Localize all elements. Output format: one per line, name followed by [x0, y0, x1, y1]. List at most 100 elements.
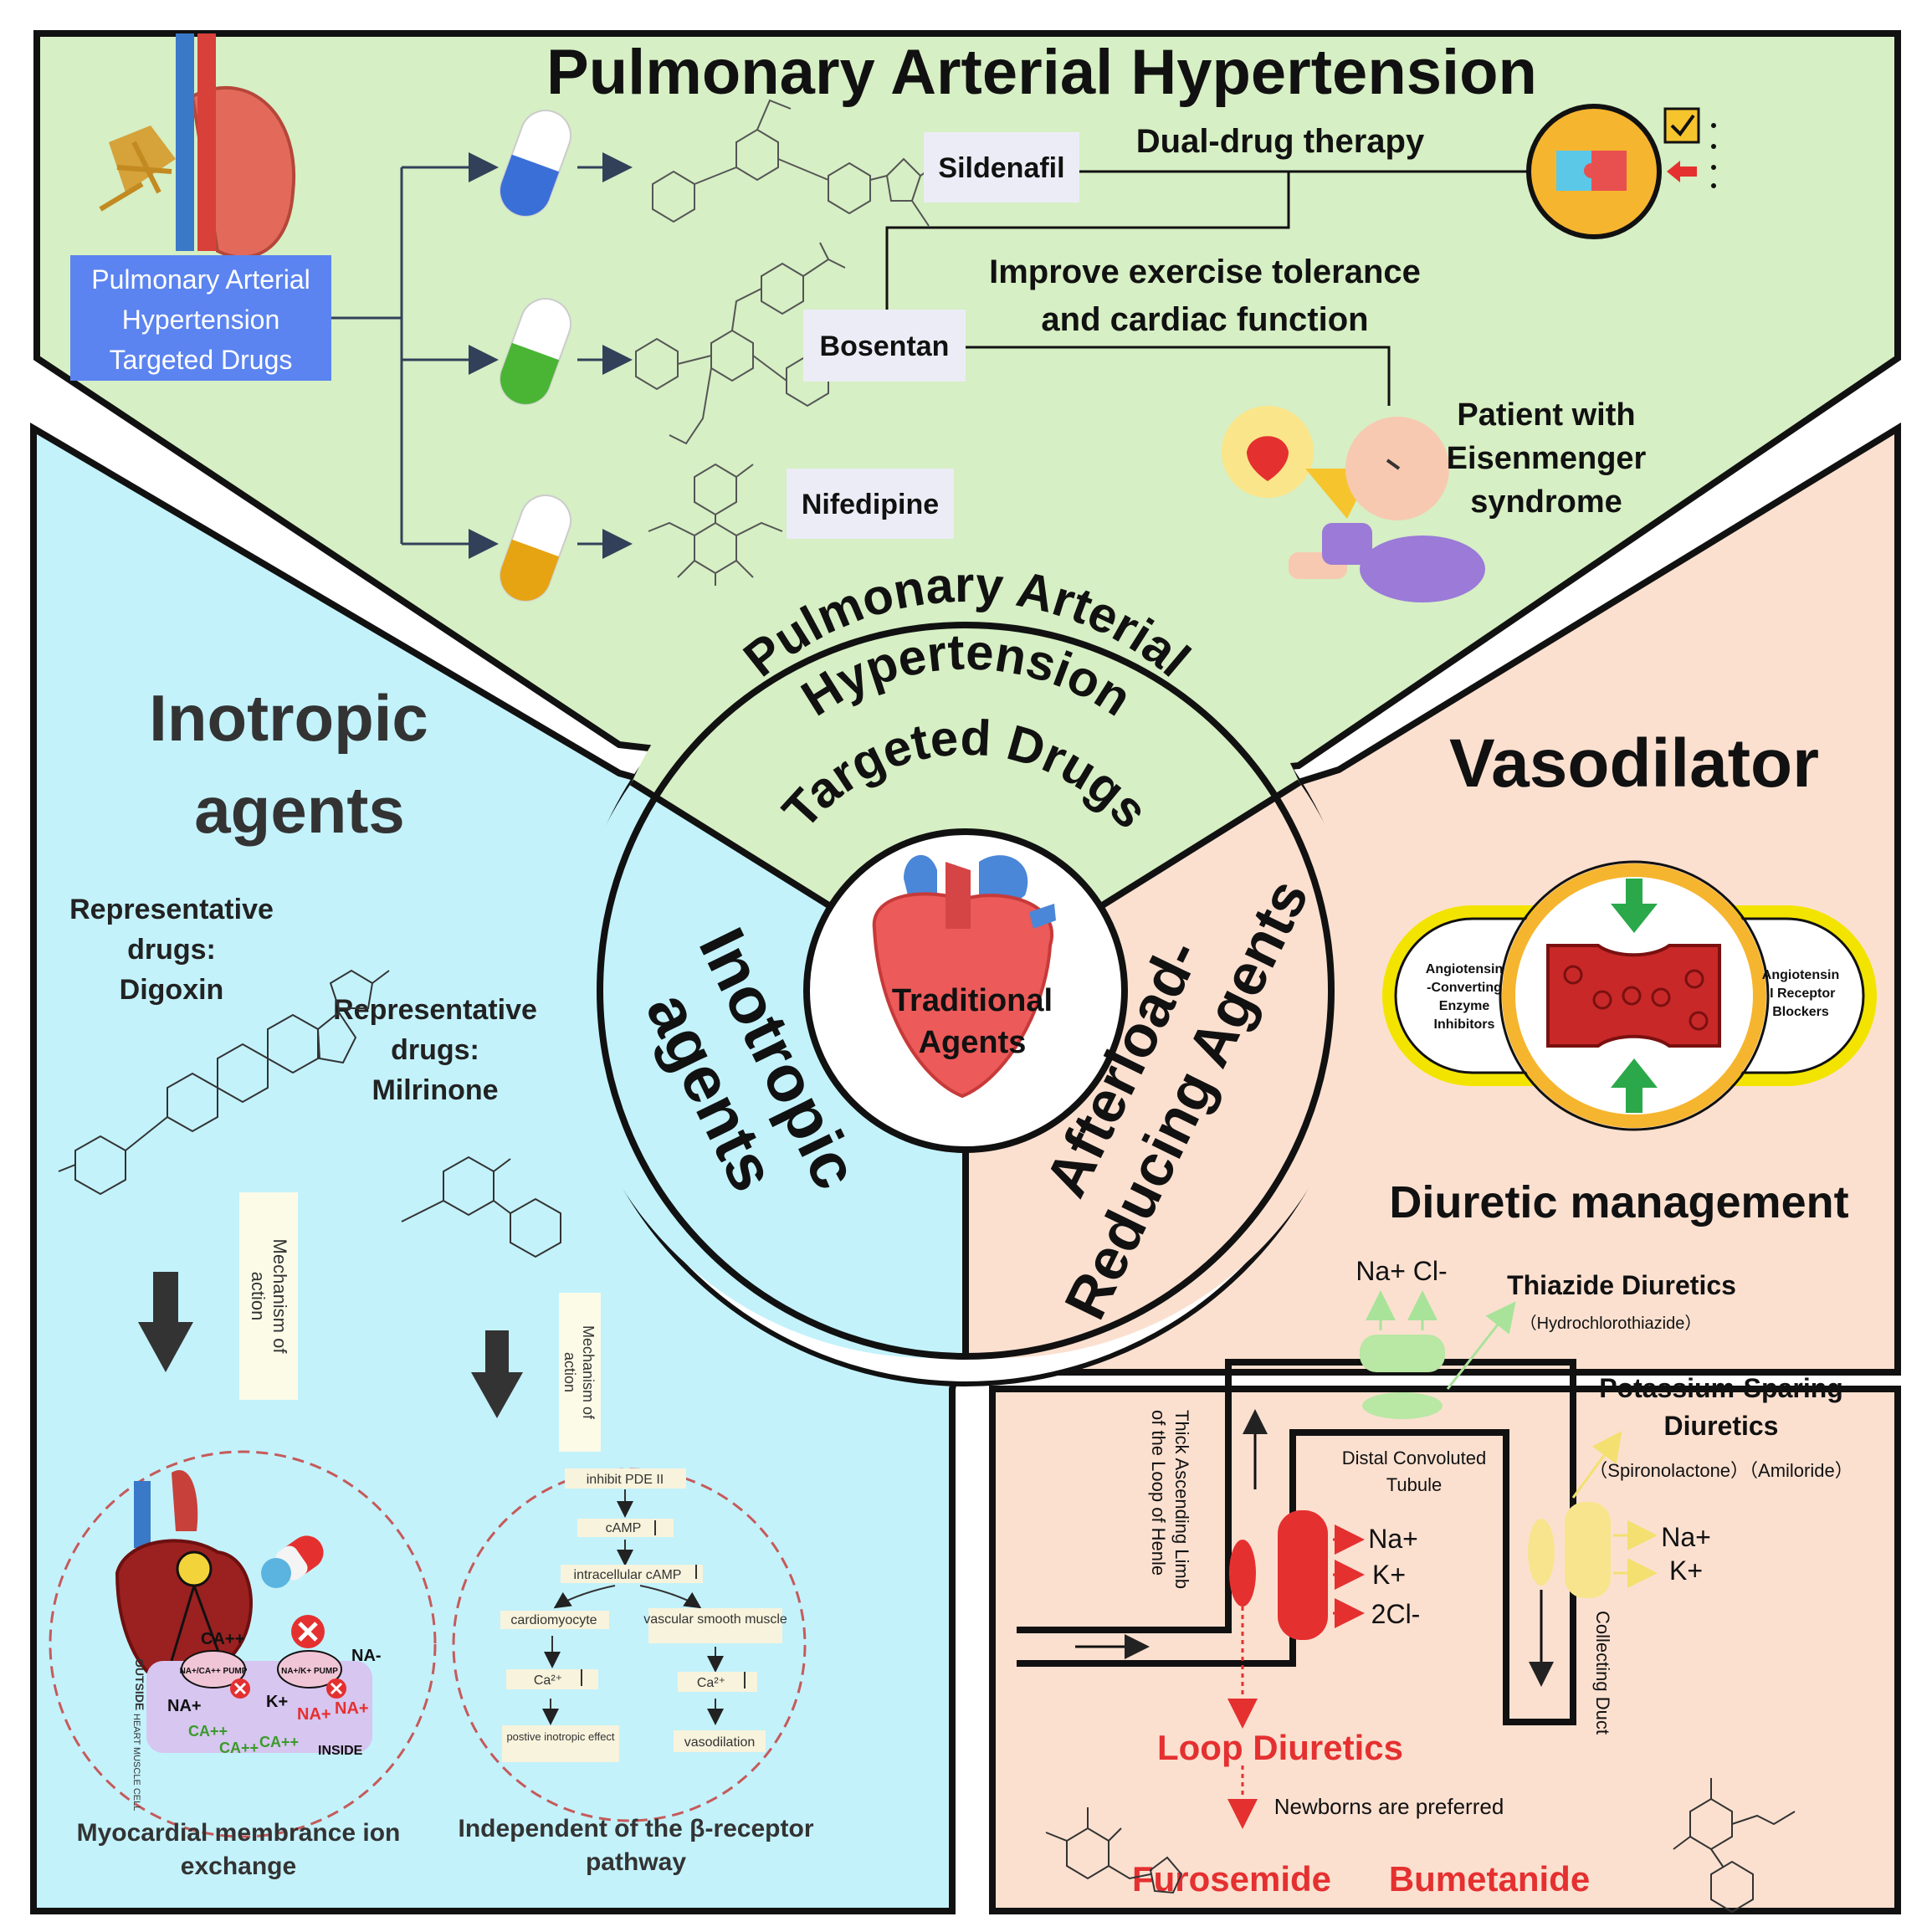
bosentan-label: Bosentan — [820, 331, 950, 362]
svg-text:Inotropicagents: Inotropicagents — [618, 917, 874, 1233]
lung-artery-icon — [99, 33, 296, 259]
k-sparing-k-label: K+ — [1669, 1555, 1703, 1586]
bumetanide-label: Bumetanide — [1389, 1859, 1590, 1899]
k-sparing-channel-icon — [1528, 1431, 1658, 1598]
furosemide-structure-icon — [1045, 1807, 1183, 1894]
inside-label: INSIDE — [318, 1744, 363, 1758]
svg-text:Inotropicagents: Inotropic agents — [149, 681, 428, 847]
targeted-box-line-2: Hypertension — [122, 305, 280, 335]
improve-line-2: and cardiac function — [1041, 301, 1368, 338]
moa-box-2 — [559, 1293, 601, 1452]
loop-limb-line-2: of the Loop of Henle — [1148, 1410, 1169, 1576]
inotropic-title-line-2: agents — [194, 773, 404, 847]
na-plus-label: NA+ — [167, 1697, 202, 1715]
pathway-caption-line-2: pathway — [586, 1848, 686, 1876]
nifedipine-label: Nifedipine — [802, 489, 939, 520]
k-sparing-drugs-label: （Spironolactone）（Amiloride） — [1589, 1460, 1853, 1481]
patient-line-1: Patient with — [1457, 397, 1635, 433]
digoxin-structure-icon — [58, 969, 390, 1196]
pathway-step-ca-1: Ca²⁺ — [534, 1673, 562, 1688]
collecting-duct-label: Collecting Duct — [1592, 1611, 1613, 1735]
targeted-box-line-1: Pulmonary Arterial — [91, 264, 310, 295]
membrane-caption-line-2: exchange — [181, 1853, 296, 1880]
milrinone-line-3: Milrinone — [372, 1074, 498, 1106]
membrane-heart-icon — [115, 1470, 253, 1686]
moa-2-line-2: action — [561, 1352, 578, 1392]
ace-line-3: Enzyme — [1439, 999, 1490, 1013]
moa-box-1 — [239, 1192, 298, 1400]
bosentan-box — [803, 310, 966, 382]
pathway-circle — [452, 1468, 807, 1822]
pathway-step-inhibit: inhibit PDE II — [587, 1473, 664, 1487]
center-sector-left — [565, 782, 966, 1358]
diuretic-title: Diuretic management — [1389, 1177, 1848, 1227]
na-top-label: NA- — [351, 1647, 382, 1665]
k-sparing-na-label: Na+ — [1661, 1522, 1711, 1552]
pathway-steps: inhibit PDE II cAMP intracellular cAMP c… — [500, 1468, 787, 1762]
thiazide-label: Thiazide Diuretics — [1507, 1270, 1736, 1300]
pathway-step-vascular: vascular smooth muscle — [643, 1612, 787, 1627]
ca-green-label-3: CA++ — [259, 1734, 299, 1750]
loop-k-label: K+ — [1372, 1560, 1406, 1590]
down-arrow-icon — [471, 1330, 523, 1418]
arrow-down-green-icon — [1611, 879, 1658, 933]
arb-line-3: Blockers — [1772, 1005, 1829, 1019]
capsule-blue-icon — [500, 110, 571, 217]
diuretic-panel — [989, 1386, 1901, 1914]
pathway-caption-line-1: Independent of the β-receptor — [459, 1815, 814, 1842]
pathway-step-vasodilation: vasodilation — [684, 1735, 756, 1750]
loop-na-label: Na+ — [1368, 1524, 1418, 1554]
bumetanide-structure-icon — [1673, 1778, 1796, 1914]
block-x-icon — [326, 1678, 346, 1699]
ca-green-label-2: CA++ — [219, 1740, 259, 1756]
center-sector-right — [966, 782, 1366, 1358]
loop-channel-icon — [1227, 1510, 1365, 1829]
pathway-step-cardiomyocyte: cardiomyocyte — [510, 1613, 597, 1627]
loop-cl-label: 2Cl- — [1371, 1599, 1421, 1629]
moa-1-line-2: action — [248, 1272, 269, 1321]
block-x-icon — [291, 1615, 325, 1648]
ca-top-label: CA++ — [201, 1630, 244, 1648]
pathway-step-camp: cAMP — [606, 1521, 642, 1535]
na-red-label-2: NA+ — [335, 1699, 369, 1718]
nifedipine-structure-icon — [648, 463, 783, 586]
targeted-drugs-box — [70, 255, 331, 381]
pathway-step-ca-2: Ca²⁺ — [697, 1676, 725, 1690]
svg-text:Mechanism ofaction: Mechanism ofaction — [248, 1239, 290, 1355]
pah-title: Pulmonary Arterial Hypertension — [546, 37, 1537, 108]
svg-text:Thick Ascending Limbof the Loo: Thick Ascending Limbof the Loop of Henle — [1148, 1410, 1192, 1589]
patient-line-3: syndrome — [1470, 484, 1622, 520]
ace-line-4: Inhibitors — [1434, 1017, 1495, 1032]
capsule-green-icon — [500, 298, 571, 405]
nacl-label: Na+ Cl- — [1355, 1256, 1447, 1286]
ace-line-2: -Converting — [1427, 981, 1502, 995]
outside-label: OUTSIDE — [133, 1658, 146, 1710]
vasodilator-title: Vasodilator — [1449, 725, 1819, 802]
dual-therapy-label: Dual-drug therapy — [1136, 123, 1425, 160]
digoxin-line-3: Digoxin — [120, 974, 224, 1006]
pathway-step-intracellular: intracellular cAMP — [574, 1568, 682, 1582]
puzzle-badge-icon — [1526, 104, 1716, 239]
inotropic-title-line-1: Inotropic — [149, 681, 428, 755]
k-sparing-line-2: Diuretics — [1664, 1411, 1779, 1441]
na-red-label-1: NA+ — [297, 1705, 331, 1724]
ca-green-label-1: CA++ — [188, 1723, 228, 1740]
blood-vessel-icon — [1546, 944, 1721, 1048]
moa-1-line-1: Mechanism of — [269, 1239, 290, 1355]
nifedipine-box — [787, 469, 954, 539]
digoxin-line-1: Representative — [69, 894, 274, 925]
sildenafil-box — [924, 132, 1079, 202]
core-line-2: Agents — [919, 1025, 1027, 1060]
baby-patient-icon — [1222, 406, 1485, 602]
loop-diuretics-label: Loop Diuretics — [1157, 1728, 1403, 1767]
membrane-circle — [49, 1450, 437, 1838]
furosemide-label: Furosemide — [1132, 1859, 1331, 1899]
